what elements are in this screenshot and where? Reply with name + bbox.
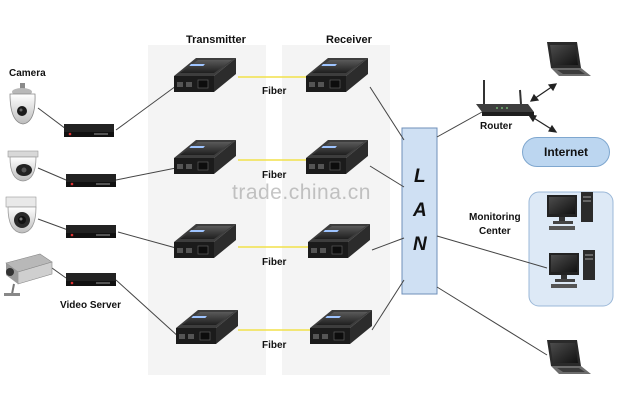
dome-camera-icon — [7, 150, 39, 182]
receiver-label: Receiver — [326, 34, 372, 46]
internet-node: Internet — [522, 137, 610, 167]
video-server-label: Video Server — [60, 300, 121, 311]
monitoring-center-label: Monitoring Center — [469, 212, 521, 237]
router-arrows — [527, 83, 558, 133]
dvr-transmitter-wires — [115, 85, 181, 339]
lan-letter-n: N — [413, 234, 427, 255]
fiber-label-3: Fiber — [262, 257, 287, 268]
lan-right-wires — [436, 111, 548, 356]
transmitter-label: Transmitter — [186, 34, 246, 46]
fiber-label-2: Fiber — [262, 170, 287, 181]
ptz-dome-camera-icon — [9, 83, 36, 125]
router-icon — [476, 80, 534, 116]
laptop-icon — [547, 340, 591, 374]
laptop-icon — [547, 42, 591, 76]
lan-bar — [401, 127, 438, 295]
bullet-dome-camera-icon — [5, 196, 37, 234]
box-camera-icon — [4, 253, 53, 296]
video-server-icon — [64, 124, 116, 286]
camera-wires — [37, 107, 69, 279]
receiver-lan-wires — [369, 86, 405, 331]
fiber-label-4: Fiber — [262, 340, 287, 351]
fiber-lines — [238, 76, 310, 331]
lan-letter-l: L — [414, 166, 426, 187]
converter-panels — [148, 45, 390, 375]
fiber-label-1: Fiber — [262, 86, 287, 97]
camera-label: Camera — [9, 68, 46, 79]
lan-letter-a: A — [413, 200, 427, 221]
router-label: Router — [480, 121, 513, 132]
watermark: trade.china.cn — [232, 181, 371, 204]
